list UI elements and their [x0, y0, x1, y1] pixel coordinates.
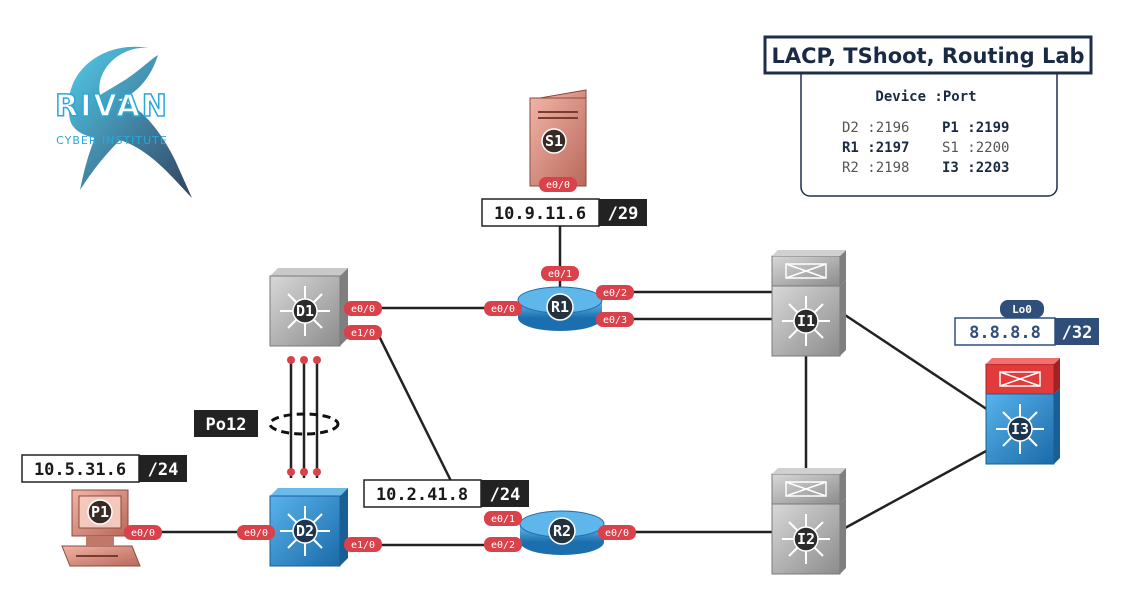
port-badge-r1-e02: e0/2 [596, 285, 634, 300]
i2-label: I2 [797, 530, 815, 548]
po12-text: Po12 [206, 415, 247, 435]
svg-text:e0/2: e0/2 [603, 288, 627, 299]
s1-label: S1 [545, 132, 563, 150]
svg-text:e0/0: e0/0 [546, 180, 570, 191]
r2-label: R2 [553, 522, 571, 540]
i3-mask: /32 [1062, 323, 1093, 343]
logo-subtitle: CYBER INSTITUTE [56, 134, 168, 147]
info-panel: LACP, TShoot, Routing Lab Device :Port D… [763, 35, 1093, 197]
i3-ip: 8.8.8.8 [969, 323, 1041, 343]
port-badge-p1-e00: e0/0 [124, 525, 162, 540]
i3-lo-tag: Lo0 [1012, 303, 1032, 316]
p1-mask: /24 [148, 460, 179, 480]
info-header: Device :Port [875, 89, 976, 105]
port-badge-d2-e10: e1/0 [344, 537, 382, 552]
svg-text:e0/0: e0/0 [605, 528, 629, 539]
p1-label: P1 [91, 503, 109, 521]
port-badge-r2-e02: e0/2 [484, 537, 522, 552]
port-badge-d2-e00: e0/0 [237, 525, 275, 540]
port-badge-d1-e00: e0/0 [344, 301, 382, 316]
logo-name: RIVAN [55, 89, 169, 124]
link-d1-r2 [376, 333, 454, 484]
switch-i2[interactable]: I2 [771, 468, 846, 575]
pc-p1[interactable]: P1 [61, 489, 141, 567]
s1-mask: /29 [608, 204, 639, 224]
info-entry-r2: R2 :2198 [842, 160, 909, 176]
d2-label: D2 [296, 522, 314, 540]
ip-label-i3: Lo0 8.8.8.8 /32 [954, 300, 1099, 346]
info-entries: D2 :2196 P1 :2199 R1 :2197 S1 :2200 R2 :2198… [842, 120, 1009, 176]
svg-text:e0/0: e0/0 [244, 528, 268, 539]
d1-label: D1 [296, 302, 314, 320]
i3-label: I3 [1011, 420, 1029, 438]
po12-link-dots [287, 356, 321, 476]
router-r1[interactable]: R1 [517, 286, 603, 331]
svg-text:e1/0: e1/0 [351, 540, 375, 551]
port-badge-r2-e00: e0/0 [598, 525, 636, 540]
port-badge-r2-e01: e0/1 [484, 511, 522, 526]
switch-d1[interactable]: D1 [269, 268, 348, 347]
port-badge-r1-e01: e0/1 [541, 266, 579, 281]
svg-text:e0/1: e0/1 [548, 269, 572, 280]
port-badge-s1-e00: e0/0 [539, 177, 577, 192]
link-i1-i3 [844, 313, 989, 412]
info-entry-r1: R1 :2197 [842, 140, 909, 156]
s1-ip: 10.9.11.6 [494, 204, 586, 224]
svg-text:e0/2: e0/2 [491, 540, 515, 551]
svg-text:e0/0: e0/0 [131, 528, 155, 539]
title-box [763, 35, 1093, 75]
port-badge-d1-e10: e1/0 [344, 325, 382, 340]
r2-ip: 10.2.41.8 [376, 485, 468, 505]
svg-text:e0/1: e0/1 [491, 514, 515, 525]
switch-i1[interactable]: I1 [771, 250, 846, 357]
port-badges: e0/0 e0/1 e0/0 e0/2 e0/3 e0/0 e1/0 e0/0 [124, 177, 636, 552]
port-badge-r1-e03: e0/3 [596, 312, 634, 327]
svg-text:e1/0: e1/0 [351, 328, 375, 339]
router-r2[interactable]: R2 [519, 510, 605, 555]
svg-text:e0/0: e0/0 [491, 304, 515, 315]
po12-label: Po12 [194, 410, 258, 437]
r2-mask: /24 [490, 485, 521, 505]
server-s1[interactable]: S1 [529, 89, 587, 187]
switch-d2[interactable]: D2 [269, 488, 348, 567]
switch-i3[interactable]: I3 [985, 358, 1060, 465]
ip-label-s1: 10.9.11.6 /29 [481, 198, 647, 227]
r1-label: R1 [551, 298, 569, 316]
ip-label-r2: 10.2.41.8 /24 [363, 479, 529, 508]
svg-text:e0/3: e0/3 [603, 315, 627, 326]
lab-title: LACP, TShoot, Routing Lab [771, 44, 1084, 68]
info-entry-d2: D2 :2196 [842, 120, 909, 136]
po12-bundle-ring [268, 412, 340, 436]
p1-ip: 10.5.31.6 [34, 460, 126, 480]
i1-label: I1 [797, 312, 815, 330]
ip-label-p1: 10.5.31.6 /24 [21, 454, 187, 483]
link-i2-i3 [844, 448, 989, 530]
info-entry-s1: S1 :2200 [942, 140, 1009, 156]
info-entry-p1: P1 :2199 [942, 120, 1009, 136]
info-entry-i3: I3 :2203 [942, 160, 1009, 176]
rivan-logo: RIVAN CYBER INSTITUTE [54, 46, 192, 198]
svg-text:e0/0: e0/0 [351, 304, 375, 315]
port-badge-r1-e00: e0/0 [484, 301, 522, 316]
